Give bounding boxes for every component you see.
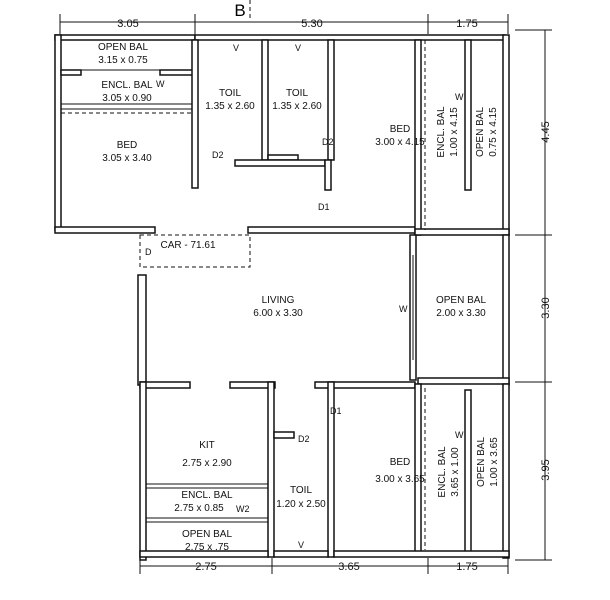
svg-text:1.20 x 2.50: 1.20 x 2.50 [276,499,326,510]
svg-text:OPEN BAL: OPEN BAL [475,107,486,157]
door-mark-d2: D2 [298,434,310,444]
svg-text:1.00 x 4.15: 1.00 x 4.15 [449,107,460,157]
door-mark-d: D [145,247,152,257]
svg-text:0.75 x 4.15: 0.75 x 4.15 [488,107,499,157]
svg-text:6.00 x 3.30: 6.00 x 3.30 [253,308,303,319]
room-open-bal-right-bottom: OPEN BAL 1.00 x 3.65 [476,437,500,487]
svg-text:2.00 x 3.30: 2.00 x 3.30 [436,308,486,319]
room-living: LIVING 6.00 x 3.30 W [253,295,408,319]
window-mark: W [399,304,408,314]
svg-text:TOIL: TOIL [286,88,308,99]
svg-text:3.05 x 3.40: 3.05 x 3.40 [102,153,152,164]
svg-text:2.75 x .75: 2.75 x .75 [185,542,229,553]
svg-text:ENCL. BAL: ENCL. BAL [437,446,448,498]
room-toil-1: TOIL 1.35 x 2.60 V D2 [205,43,255,160]
svg-text:1.35 x 2.60: 1.35 x 2.60 [205,101,255,112]
window-mark: W [156,79,165,89]
room-bed-left: BED 3.05 x 3.40 [102,140,152,164]
svg-text:CAR - 71.61: CAR - 71.61 [160,240,215,251]
room-encl-bal-right-bottom: ENCL. BAL 3.65 x 1.00 W [437,430,464,498]
car-area: CAR - 71.61 D [145,240,216,257]
svg-text:OPEN BAL: OPEN BAL [98,42,148,53]
room-bed-top-right: BED 3.00 x 4.15 D1 [318,124,425,212]
room-open-bal-mid: OPEN BAL 2.00 x 3.30 [436,295,486,319]
svg-text:OPEN BAL: OPEN BAL [476,437,487,487]
room-encl-bal-kit: ENCL. BAL 2.75 x 0.85 W2 [174,490,249,514]
svg-text:KIT: KIT [199,440,215,451]
right-dim-3: 3.95 [540,459,552,480]
room-open-bal-right-top: OPEN BAL 0.75 x 4.15 [475,107,499,157]
bottom-dim-1: 2.75 [195,561,216,573]
right-dim-2: 3.30 [540,297,552,318]
right-dimension-line: 4.45 3.30 3.95 [515,29,552,561]
svg-text:3.15 x 0.75: 3.15 x 0.75 [98,55,148,66]
vent-mark: V [298,540,304,550]
top-dim-1: 3.05 [117,18,138,30]
svg-text:3.05 x 0.90: 3.05 x 0.90 [102,93,152,104]
vent-mark: V [295,43,301,53]
door-mark-d2: D2 [212,150,224,160]
svg-text:BED: BED [117,140,138,151]
room-encl-bal-right-top: ENCL. BAL 1.00 x 4.15 W [436,92,464,158]
room-bed-bottom: BED 3.00 x 3.65 [375,457,425,485]
room-toil-2: TOIL 1.35 x 2.60 V D2 [272,43,333,147]
svg-text:OPEN BAL: OPEN BAL [436,295,486,306]
vent-mark: V [233,43,239,53]
bottom-dimension-line: 2.75 3.65 1.75 [139,558,509,574]
window-mark-w2: W2 [236,504,250,514]
svg-text:ENCL. BAL: ENCL. BAL [436,106,447,158]
room-toil-3: TOIL 1.20 x 2.50 D2 V D1 [276,406,341,550]
door-mark-d2: D2 [322,137,334,147]
door-mark-d1: D1 [318,202,330,212]
svg-text:1.00 x 3.65: 1.00 x 3.65 [489,437,500,487]
svg-text:LIVING: LIVING [262,295,295,306]
svg-text:TOIL: TOIL [219,88,241,99]
svg-text:3.00 x 4.15: 3.00 x 4.15 [375,137,425,148]
svg-text:OPEN BAL: OPEN BAL [182,529,232,540]
top-dim-3: 1.75 [456,18,477,30]
section-marker: B [234,1,245,20]
svg-text:BED: BED [390,124,411,135]
svg-text:3.65 x 1.00: 3.65 x 1.00 [450,447,461,497]
svg-text:2.75 x 2.90: 2.75 x 2.90 [182,458,232,469]
room-kit: KIT 2.75 x 2.90 [182,440,232,469]
top-dim-2: 5.30 [301,18,322,30]
svg-text:1.35 x 2.60: 1.35 x 2.60 [272,101,322,112]
top-dimension-line: 3.05 5.30 1.75 [59,14,509,34]
bottom-dim-3: 1.75 [456,561,477,573]
svg-text:ENCL. BAL: ENCL. BAL [181,490,233,501]
window-mark: W [455,92,464,102]
window-mark: W [455,430,464,440]
room-encl-bal-top: ENCL. BAL 3.05 x 0.90 W [101,79,165,104]
svg-text:ENCL. BAL: ENCL. BAL [101,80,153,91]
bottom-dim-2: 3.65 [338,561,359,573]
right-dim-1: 4.45 [540,121,552,142]
svg-text:BED: BED [390,457,411,468]
svg-text:3.00 x 3.65: 3.00 x 3.65 [375,474,425,485]
svg-text:2.75 x 0.85: 2.75 x 0.85 [174,503,224,514]
door-mark-d1: D1 [330,406,342,416]
room-open-bal-top: OPEN BAL 3.15 x 0.75 [98,42,148,66]
svg-text:TOIL: TOIL [290,485,312,496]
room-open-bal-bottom: OPEN BAL 2.75 x .75 [182,529,232,553]
